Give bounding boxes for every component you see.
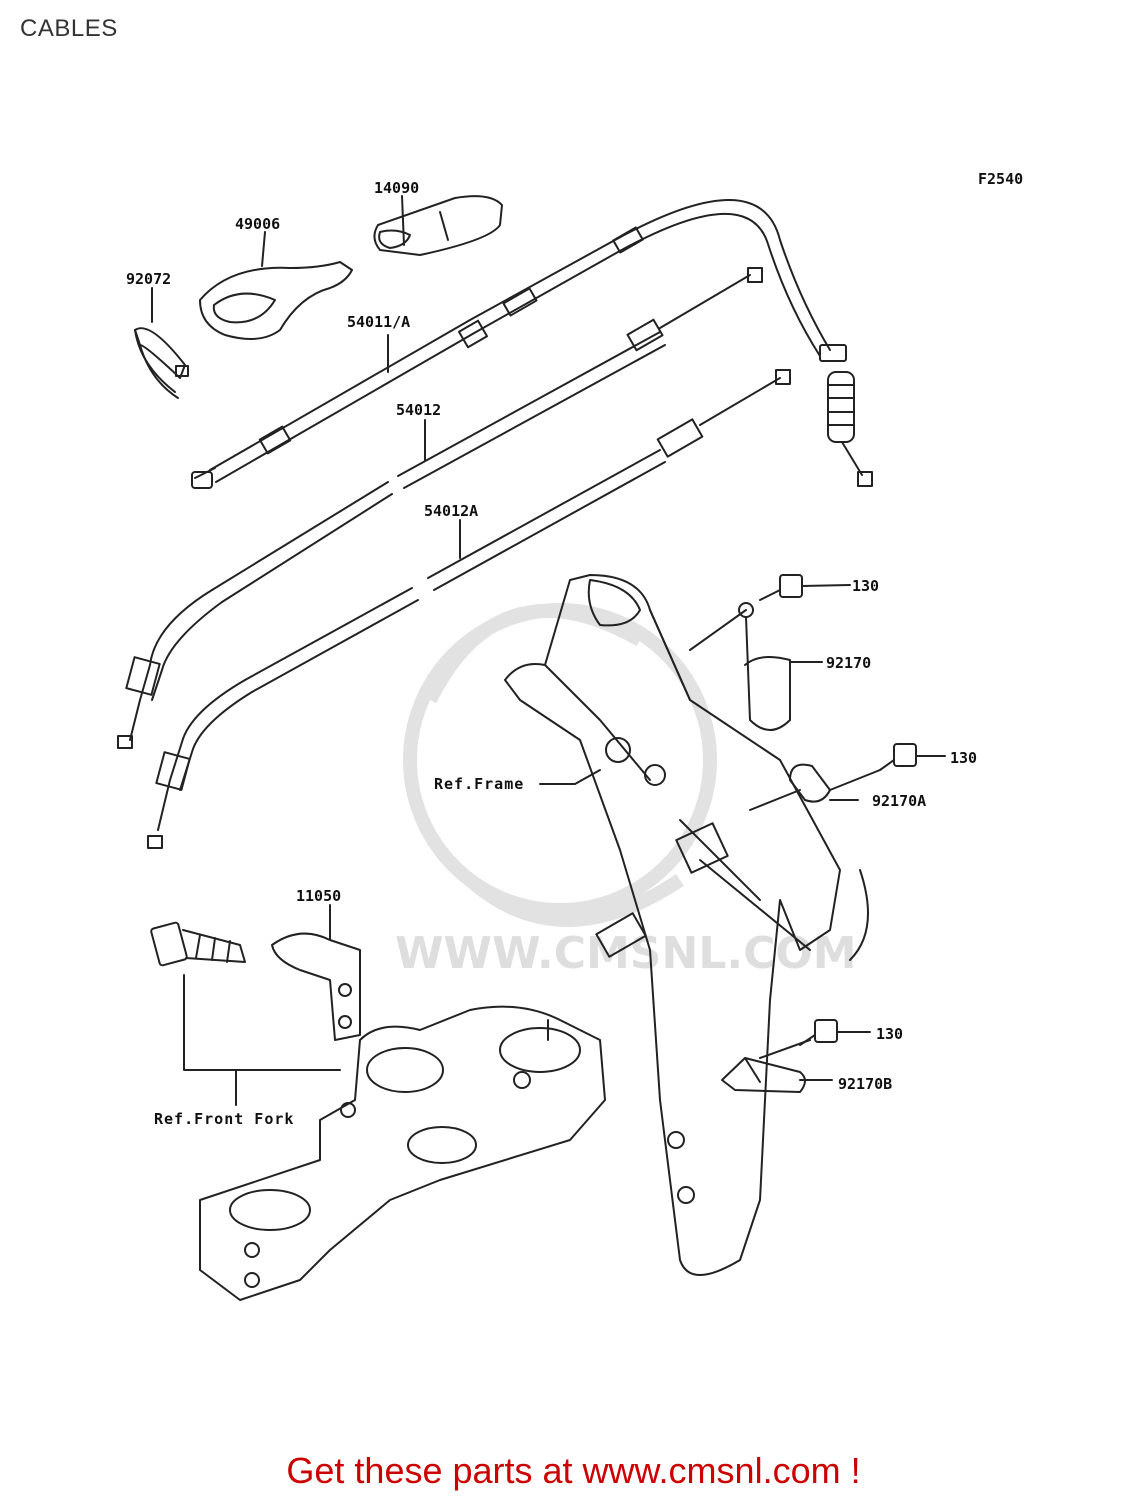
cap-14090 <box>373 195 503 256</box>
band-clamp-92072 <box>134 327 189 399</box>
label-130-middle: 130 <box>950 749 977 767</box>
clamp-92170a <box>749 763 881 811</box>
label-92072: 92072 <box>126 270 171 288</box>
label-11050: 11050 <box>296 887 341 905</box>
clamp-92170 <box>689 602 823 731</box>
bolt-130-top <box>759 574 851 601</box>
rubber-cover-49006 <box>199 261 353 340</box>
label-14090: 14090 <box>374 179 419 197</box>
clutch-cable-54011a <box>191 199 873 489</box>
figure-code: F2540 <box>978 170 1023 188</box>
label-130-top: 130 <box>852 577 879 595</box>
label-ref-frame: Ref.Frame <box>434 775 524 793</box>
label-54012a: 54012A <box>424 502 478 520</box>
bracket-11050 <box>271 904 361 1041</box>
throttle-cable-54012a <box>147 369 791 849</box>
label-54012: 54012 <box>396 401 441 419</box>
watermark-text: WWW.CMSNL.COM <box>395 928 857 979</box>
bolt-130-middle <box>879 743 946 771</box>
clamp-92170b <box>721 1039 833 1093</box>
label-92170b: 92170B <box>838 1075 892 1093</box>
label-92170a: 92170A <box>872 792 926 810</box>
bolt-130-bottom <box>799 1019 871 1046</box>
frame-reference <box>504 574 869 1276</box>
bolt-front-fork <box>150 921 246 967</box>
throttle-cable-54012 <box>117 267 763 749</box>
label-54011a: 54011/A <box>347 313 410 331</box>
page-title: CABLES <box>20 15 118 42</box>
label-49006: 49006 <box>235 215 280 233</box>
label-ref-front-fork: Ref.Front Fork <box>154 1110 294 1128</box>
front-fork-reference <box>199 1005 606 1301</box>
watermark: WWW.CMSNL.COM <box>395 603 857 979</box>
label-92170: 92170 <box>826 654 871 672</box>
cmsnl-link[interactable]: Get these parts at www.cmsnl.com ! <box>286 1450 861 1491</box>
label-130-bottom: 130 <box>876 1025 903 1043</box>
